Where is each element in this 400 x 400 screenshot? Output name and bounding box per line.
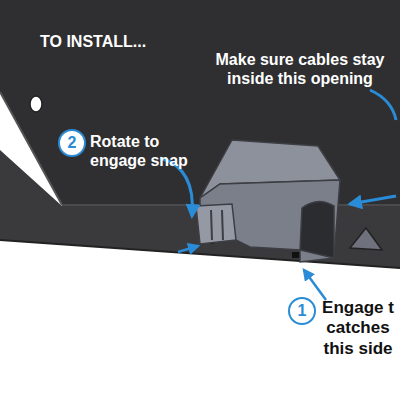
callout-number: 2	[68, 134, 77, 152]
lower-flange	[0, 150, 400, 268]
callout-circle: 2	[58, 129, 86, 157]
callout-circle: 1	[288, 297, 316, 325]
leader-arrow	[178, 246, 198, 252]
leader-arrow	[304, 270, 326, 300]
snap-clip	[196, 204, 236, 244]
leader-arrow	[350, 196, 396, 204]
callout-number: 1	[298, 302, 307, 320]
cable-note: Make sure cables stay inside this openin…	[212, 50, 388, 88]
step-note: Rotate to engage snap	[90, 132, 198, 170]
cable-opening	[300, 201, 334, 258]
step-note: Engage t catches this side	[318, 298, 398, 359]
leader-line	[370, 90, 396, 120]
upper-panel	[0, 0, 400, 205]
retaining-tab	[350, 228, 382, 250]
title: TO INSTALL...	[40, 32, 146, 51]
snap-slot	[222, 210, 223, 240]
mounting-hole	[30, 96, 42, 112]
snap-slot	[211, 210, 212, 240]
